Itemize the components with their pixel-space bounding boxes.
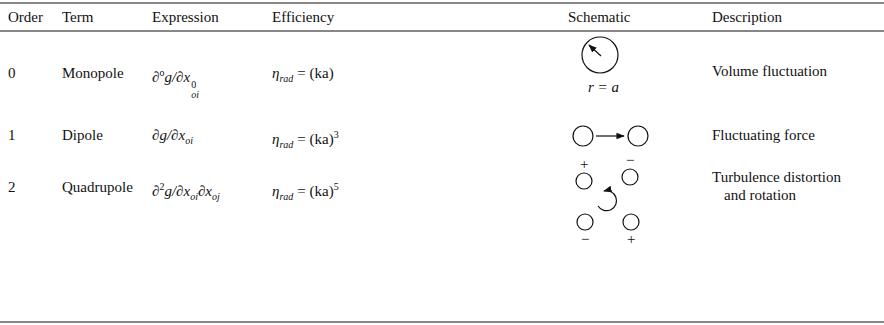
rotation-arrow: [598, 191, 616, 211]
efficiency-cell: ηrad = (ka): [272, 64, 334, 88]
monopole-circle: [582, 37, 618, 73]
table-text: = (ka): [297, 183, 333, 199]
column-header: Efficiency: [272, 8, 334, 26]
table-text: r = a: [588, 79, 619, 95]
term-cell: Quadrupole: [62, 178, 133, 196]
table-text: −: [581, 231, 589, 247]
table-text: η: [272, 65, 279, 81]
dipole-circle: [573, 126, 593, 146]
column-header: Schematic: [568, 8, 630, 26]
table-text: 1: [8, 127, 16, 143]
table-text: +: [627, 231, 635, 247]
bottom-rule: [0, 322, 884, 323]
table-text: Turbulence distortion and rotation: [712, 169, 841, 203]
table-text: Fluctuating force: [712, 127, 815, 143]
table-text: Volume fluctuation: [712, 63, 827, 79]
table-text: ∂g/∂x: [152, 127, 185, 143]
top-rule: [0, 3, 884, 4]
sign-label: −: [626, 151, 634, 169]
column-header: Expression: [152, 8, 219, 26]
description-cell: Fluctuating force: [712, 126, 864, 144]
description-cell: Volume fluctuation: [712, 62, 844, 80]
table-text: Efficiency: [272, 9, 334, 25]
equation-part: = (ka): [297, 131, 333, 147]
efficiency-cell: ηrad = (ka)3: [272, 126, 339, 154]
table-text: −: [626, 152, 634, 168]
table-text: Order: [8, 9, 43, 25]
table-text: ∂: [152, 69, 159, 85]
table-text: oj: [212, 191, 220, 202]
description-cell: Turbulence distortion and rotation: [712, 168, 844, 204]
order-cell: 1: [8, 126, 16, 144]
table-text: 0: [8, 65, 16, 81]
quadrupole-symbol: [576, 169, 639, 230]
quadrupole-circle: [622, 169, 638, 185]
table-text: Dipole: [62, 127, 103, 143]
expression-cell: ∂2g/∂xoi∂xoj: [152, 178, 220, 206]
radius-label: r = a: [588, 78, 619, 96]
table-text: = (ka): [297, 131, 333, 147]
efficiency-cell: ηrad = (ka)5: [272, 178, 339, 206]
sign-label: −: [581, 230, 589, 248]
table-text: ∂: [152, 183, 159, 199]
table-rules: [0, 3, 884, 322]
table-text: Term: [62, 9, 93, 25]
table-text: Expression: [152, 9, 219, 25]
order-cell: 0: [8, 64, 16, 82]
equation-part: = (ka): [297, 183, 333, 199]
table-text: η: [272, 183, 279, 199]
table-text: oi: [185, 135, 193, 146]
table-text: η: [272, 131, 279, 147]
table-text: 3: [334, 129, 339, 140]
table-text: 2: [159, 181, 164, 192]
term-cell: Monopole: [62, 64, 124, 82]
table-text: 2: [8, 179, 16, 195]
sign-label: +: [627, 230, 635, 248]
table-text: g/∂x: [164, 183, 190, 199]
table-text: Quadrupole: [62, 179, 133, 195]
table-text: Description: [712, 9, 782, 25]
expression-cell: ∂og/∂x0oi: [152, 64, 199, 100]
column-header: Order: [8, 8, 43, 26]
column-header: Description: [712, 8, 782, 26]
dipole-circle: [628, 126, 648, 146]
quadrupole-circle: [576, 173, 592, 189]
force-arrow: [596, 135, 624, 136]
equation-part: = (ka): [297, 65, 333, 81]
sign-label: +: [580, 155, 588, 173]
table-text: = (ka): [297, 65, 333, 81]
expression-cell: ∂g/∂xoi: [152, 126, 193, 150]
table-text: 0: [191, 80, 199, 90]
column-header: Term: [62, 8, 93, 26]
table-text: rad: [279, 73, 293, 84]
quadrupole-circle: [577, 214, 593, 230]
table-text: rad: [279, 139, 293, 150]
quadrupole-circle: [623, 214, 639, 230]
table-text: Schematic: [568, 9, 630, 25]
monopole-symbol: [582, 37, 618, 73]
dipole-symbol: [573, 126, 648, 146]
table-text: 5: [334, 181, 339, 192]
radius-arrow: [589, 45, 601, 56]
table-text: o: [159, 67, 164, 78]
table-text: g/∂x: [164, 69, 190, 85]
index-stack: 0oi: [191, 80, 199, 100]
header-rule: [0, 31, 884, 32]
table-text: oi: [190, 191, 198, 202]
table-text: ∂x: [198, 183, 212, 199]
table-text: Monopole: [62, 65, 124, 81]
table-text: oi: [191, 90, 199, 100]
term-cell: Dipole: [62, 126, 103, 144]
order-cell: 2: [8, 178, 16, 196]
table-text: +: [580, 156, 588, 172]
table-text: rad: [279, 191, 293, 202]
